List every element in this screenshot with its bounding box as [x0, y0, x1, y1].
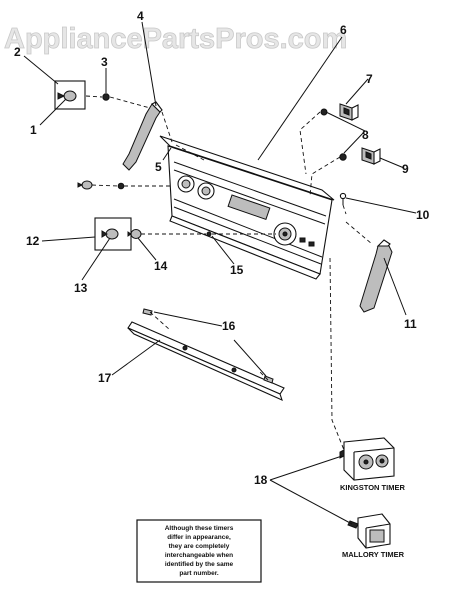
part-12-knob-assembly: [94, 217, 132, 251]
part-17-bracket: [127, 321, 285, 402]
watermark: AppliancePartsPros.com: [4, 23, 347, 55]
callout-3: 3: [101, 55, 108, 69]
callout-2: 2: [14, 45, 21, 59]
part-4-left-end-cap: [122, 101, 163, 171]
note-line-2: differ in appearance,: [167, 534, 231, 541]
callout-11: 11: [404, 317, 417, 331]
callout-15: 15: [230, 263, 244, 277]
note-line-3: they are completely: [169, 543, 230, 550]
assembly-lines: [85, 95, 373, 451]
callout-1: 1: [30, 123, 37, 137]
callout-9: 9: [402, 162, 409, 176]
callout-13: 13: [74, 281, 88, 295]
part-15-spring: [206, 231, 212, 237]
kingston-timer-label: KINGSTON TIMER: [340, 483, 405, 492]
callout-18: 18: [254, 473, 268, 487]
interchangeable-note: Although these timers differ in appearan…: [136, 519, 262, 583]
leader-lines: [23, 21, 417, 525]
note-line-5: identified by the same: [165, 561, 234, 568]
callout-labels: 2 1 3 4 5 6 7 8 9 10 11 12 13 14 15 16 1…: [14, 9, 430, 487]
note-line-6: part number.: [179, 570, 219, 577]
part-6-control-panel: [159, 135, 335, 280]
part-14-knob: [127, 229, 142, 239]
callout-10: 10: [416, 208, 430, 222]
part-9-switch: [361, 147, 381, 165]
callout-12: 12: [26, 234, 40, 248]
note-line-4: interchangeable when: [165, 552, 233, 559]
callout-8: 8: [362, 128, 369, 142]
part-16-clip-left: [142, 308, 153, 316]
callout-5: 5: [155, 160, 162, 174]
callout-14: 14: [154, 259, 168, 273]
part-7-switch: [320, 103, 359, 121]
part-8-nut: [339, 153, 347, 161]
mallory-timer-label: MALLORY TIMER: [342, 550, 405, 559]
part-3-nut: [102, 93, 110, 101]
callout-17: 17: [98, 371, 112, 385]
mallory-timer: [347, 513, 391, 549]
part-11-right-end-cap: [359, 239, 393, 313]
callout-16: 16: [222, 319, 236, 333]
kingston-timer: [339, 437, 395, 481]
part-10-screw: [339, 192, 347, 205]
callout-4: 4: [137, 9, 144, 23]
callout-6: 6: [340, 23, 347, 37]
note-line-1: Although these timers: [165, 525, 234, 532]
callout-7: 7: [366, 72, 373, 86]
